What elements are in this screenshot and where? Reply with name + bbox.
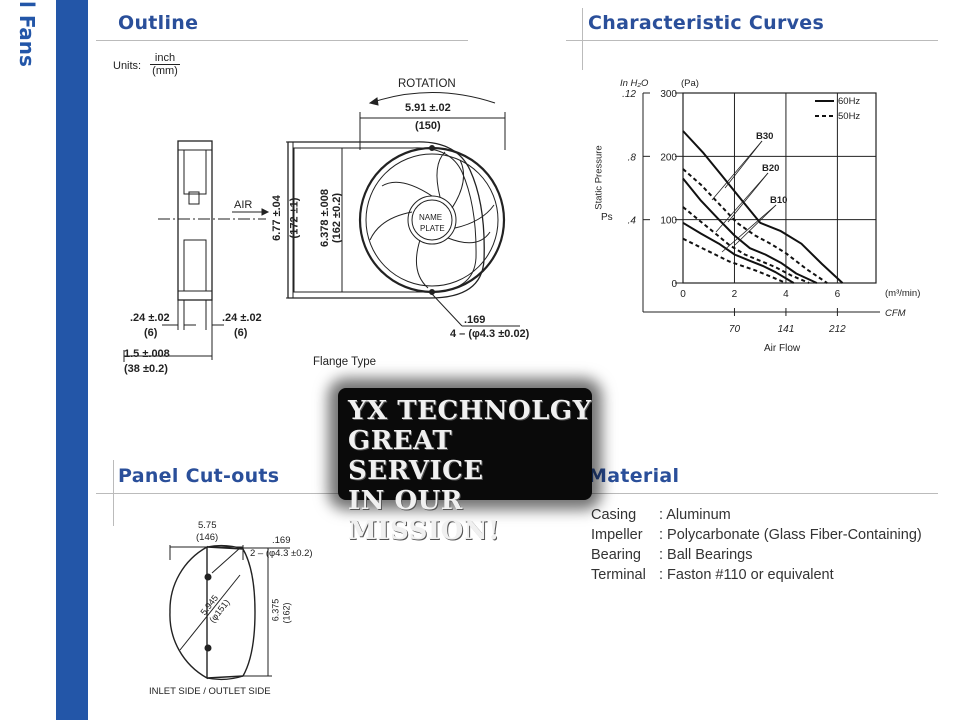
curves-title: Characteristic Curves	[588, 12, 825, 34]
material-value: : Ball Bearings	[659, 547, 753, 563]
tick-label-x: 6	[835, 289, 841, 300]
material-key: Terminal	[591, 567, 646, 583]
depth-in: 1.5 ±.008	[124, 348, 170, 360]
label-leader	[715, 172, 769, 233]
tick-label-inh2o: .4	[628, 216, 637, 227]
depth-mm: (38 ±0.2)	[124, 363, 168, 375]
side-left-in: .24 ±.02	[130, 312, 170, 324]
units-num: inch	[150, 52, 180, 65]
tick-label-x: 4	[783, 289, 789, 300]
material-value: : Faston #110 or equivalent	[659, 567, 834, 583]
chart-ylabel: Static Pressure	[593, 145, 605, 210]
sidebar-bar	[56, 0, 88, 720]
flange-type-label: Flange Type	[313, 356, 377, 368]
side-left-mm: (6)	[144, 327, 158, 339]
tick-label-x: 0	[680, 289, 686, 300]
label-leader	[721, 204, 777, 253]
material-key: Bearing	[591, 547, 641, 563]
tick-label-x: 2	[732, 289, 738, 300]
legend-50hz: 50Hz	[838, 111, 861, 122]
units-fraction: inch (mm)	[150, 52, 180, 77]
series-line	[682, 237, 787, 284]
material-key: Casing	[591, 507, 637, 523]
tick-label-cfm: 212	[828, 324, 846, 335]
series-line	[682, 130, 844, 284]
chart-cfm-unit: CFM	[885, 308, 906, 319]
material-row: Terminal : Faston #110 or equivalent	[591, 567, 834, 583]
outline-title: Outline	[118, 12, 199, 34]
cutouts-title: Panel Cut-outs	[118, 465, 280, 487]
series-line	[682, 221, 795, 284]
chart-label-pa: (Pa)	[681, 78, 699, 89]
plot-frame	[682, 92, 877, 284]
tick-label-y: 100	[660, 216, 677, 227]
chart-ylabel-ps: Ps	[601, 212, 613, 223]
watermark-line-1: YX TECHNOLGY	[348, 396, 592, 426]
tick-label-y: 0	[671, 279, 677, 290]
tick-label-inh2o: .8	[628, 152, 637, 163]
outline-rule	[96, 40, 468, 41]
series-line	[682, 206, 810, 284]
side-right-mm: (6)	[234, 327, 248, 339]
label-b20: B20	[762, 163, 780, 174]
legend-60hz: 60Hz	[838, 96, 861, 107]
cutout-drawing	[169, 544, 290, 681]
tick-label-y: 300	[660, 89, 677, 100]
tick-label-cfm: 70	[729, 324, 741, 335]
material-row: Impeller : Polycarbonate (Glass Fiber-Con…	[591, 527, 922, 543]
tick-label-cfm: 141	[778, 324, 795, 335]
watermark-banner: YX TECHNOLGY GREAT SERVICE IN OUR MISSIO…	[338, 388, 592, 546]
material-value: : Aluminum	[659, 507, 731, 523]
chart-x-unit: (m³/min)	[885, 288, 921, 299]
outline-drawing	[123, 92, 520, 362]
material-value: : Polycarbonate (Glass Fiber-Containing)	[659, 527, 922, 543]
series-line	[682, 177, 818, 284]
chart-label-inh2o: In H₂O	[620, 78, 649, 89]
material-key: Impeller	[591, 527, 643, 543]
sidebar: l Fans	[0, 0, 88, 720]
label-leader	[711, 140, 763, 201]
tick-label-y: 200	[660, 152, 677, 163]
material-title: Material	[588, 465, 680, 487]
cutout-width-in: 5.75	[198, 520, 217, 531]
cutout-hole-mm: 2 – (φ4.3 ±0.2)	[250, 548, 313, 559]
tick-label-inh2o: .12	[622, 89, 636, 100]
cutouts-rule	[96, 493, 468, 494]
width-dim-mm: (150)	[415, 120, 441, 132]
cutout-height-in: 6.375	[270, 598, 281, 622]
label-b30: B30	[756, 131, 774, 142]
material-row: Bearing : Ball Bearings	[591, 547, 753, 563]
chart-xlabel: Air Flow	[764, 343, 801, 354]
nameplate-1: NAME	[419, 213, 443, 222]
cutout-width-mm: (146)	[196, 532, 219, 543]
air-label: AIR	[234, 199, 253, 211]
width-dim-in: 5.91 ±.02	[405, 102, 451, 114]
material-rule	[566, 493, 938, 494]
label-leader	[734, 204, 777, 246]
cutout-caption: INLET SIDE / OUTLET SIDE	[149, 686, 271, 697]
side-right-in: .24 ±.02	[222, 312, 262, 324]
rotation-label: ROTATION	[398, 78, 456, 90]
watermark-line-2: GREAT SERVICE	[348, 426, 484, 486]
hole-mm: 4 – (φ4.3 ±0.02)	[450, 328, 530, 340]
units-label: Units:	[113, 60, 142, 72]
curves-vrule	[582, 8, 583, 70]
watermark-line-3: IN OUR MISSION!	[348, 486, 500, 546]
units-den: (mm)	[152, 65, 178, 77]
hole-in: .169	[464, 314, 486, 326]
nameplate-2: PLATE	[420, 224, 445, 233]
characteristic-chart: .4 .8 .12 0 100 200 300 0 2 4 6 70 141 212	[622, 89, 880, 335]
series-line	[682, 168, 828, 284]
material-row: Casing : Aluminum	[591, 507, 731, 523]
cutout-height-mm: (162)	[281, 602, 292, 624]
label-b10: B10	[770, 195, 788, 206]
curves-rule	[566, 40, 938, 41]
cutout-hole-in: .169	[272, 535, 291, 546]
